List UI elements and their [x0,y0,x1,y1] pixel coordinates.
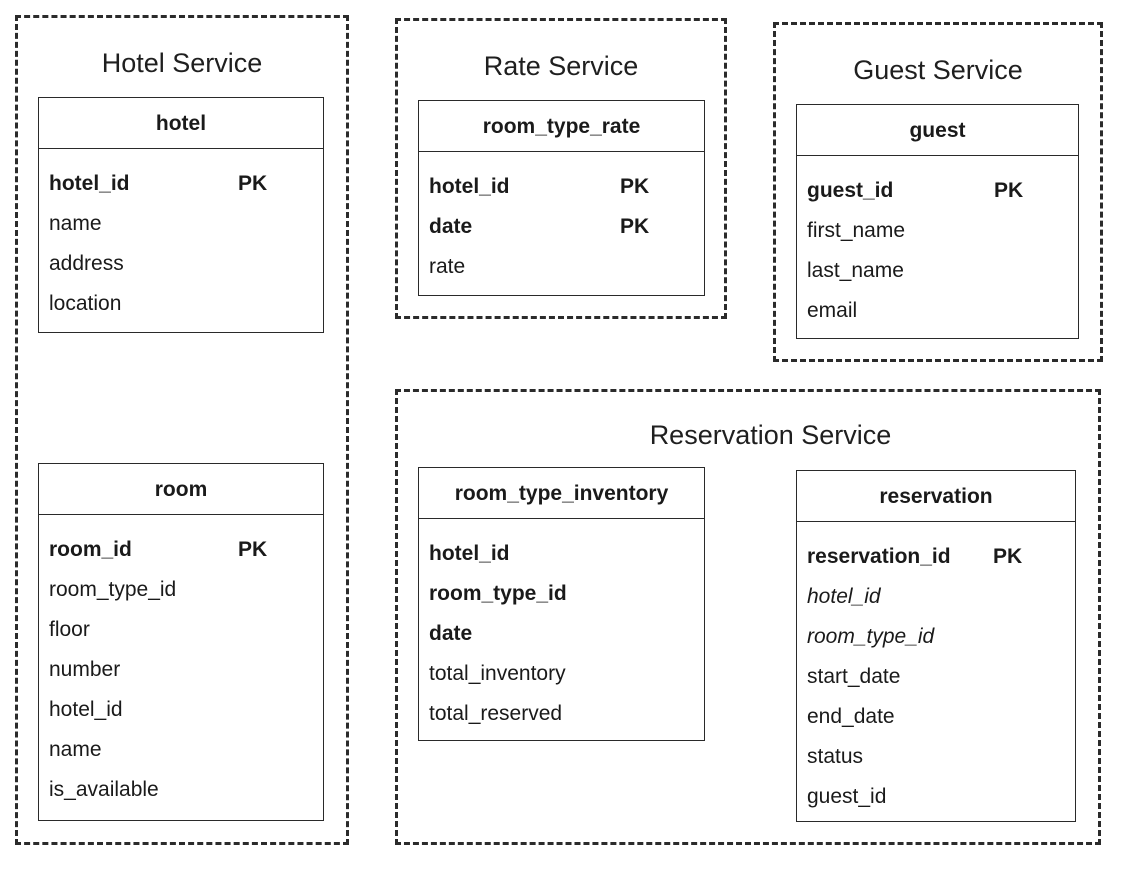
field-name: reservation_id [807,545,951,568]
room-type-inventory-table: room_type_inventory hotel_id room_type_i… [418,467,705,741]
field-row: status [807,737,1075,777]
field-row: end_date [807,697,1075,737]
field-name: name [49,738,102,761]
primary-key-marker: PK [620,215,650,238]
field-name: room_type_id [49,578,177,601]
field-name: location [49,292,122,315]
field-row: email [807,291,1078,331]
field-name: number [49,658,121,681]
field-row: start_date [807,657,1075,697]
primary-key-marker: PK [238,172,268,195]
primary-key-marker: PK [994,179,1024,202]
field-name: guest_id [807,785,887,808]
field-row: room_type_id [49,570,323,610]
room-type-rate-table: room_type_rate hotel_id PK date PK rate [418,100,705,296]
field-row: total_inventory [429,654,704,694]
field-name: address [49,252,124,275]
field-name: is_available [49,778,159,801]
field-name: hotel_id [49,172,130,195]
guest-table-fields: guest_id PK first_name last_name email [797,156,1078,331]
field-row: name [49,204,323,244]
field-row: hotel_id PK [429,167,704,207]
reservation-table: reservation reservation_id PK hotel_id r… [796,470,1076,822]
room-table: room room_id PK room_type_id floor numbe… [38,463,324,821]
field-name: start_date [807,665,901,688]
hotel-table-name: hotel [39,98,323,149]
reservation-service-boundary: Reservation Service [395,389,1101,845]
guest-table: guest guest_id PK first_name last_name e… [796,104,1079,339]
field-name: room_type_id [429,582,567,605]
field-name: last_name [807,259,904,282]
field-row: first_name [807,211,1078,251]
field-name: hotel_id [429,175,510,198]
reservation-table-name: reservation [797,471,1075,522]
room-type-rate-table-fields: hotel_id PK date PK rate [419,152,704,287]
field-name: hotel_id [807,585,881,608]
field-name: end_date [807,705,895,728]
field-row: name [49,730,323,770]
field-name: rate [429,255,466,278]
field-row: is_available [49,770,323,810]
field-row: hotel_id PK [49,164,323,204]
room-type-inventory-table-name: room_type_inventory [419,468,704,519]
primary-key-marker: PK [993,545,1023,568]
guest-service-boundary: Guest Service [773,22,1103,362]
field-row: floor [49,610,323,650]
field-row: room_id PK [49,530,323,570]
field-row: rate [429,247,704,287]
field-name: floor [49,618,90,641]
field-name: room_type_id [807,625,935,648]
guest-table-name: guest [797,105,1078,156]
field-row: hotel_id [807,577,1075,617]
field-row: room_type_id [807,617,1075,657]
field-row: reservation_id PK [807,537,1075,577]
field-name: date [429,622,473,645]
reservation-table-fields: reservation_id PK hotel_id room_type_id … [797,522,1075,817]
hotel-table-fields: hotel_id PK name address location [39,149,323,324]
field-name: room_id [49,538,132,561]
rate-service-title: Rate Service [483,51,639,81]
field-name: hotel_id [429,542,510,565]
field-row: address [49,244,323,284]
field-row: location [49,284,323,324]
field-name: hotel_id [49,698,123,721]
primary-key-marker: PK [238,538,268,561]
field-name: total_reserved [429,702,563,725]
field-name: date [429,215,473,238]
field-row: total_reserved [429,694,704,734]
field-row: hotel_id [49,690,323,730]
hotel-service-title: Hotel Service [101,48,263,78]
field-row: hotel_id [429,534,704,574]
field-row: number [49,650,323,690]
reservation-service-title: Reservation Service [649,420,892,450]
field-row: guest_id [807,777,1075,817]
field-name: total_inventory [429,662,566,685]
field-name: status [807,745,864,768]
field-row: date [429,614,704,654]
field-row: guest_id PK [807,171,1078,211]
guest-service-title: Guest Service [853,55,1023,85]
hotel-service-boundary: Hotel Service [15,15,349,845]
room-table-fields: room_id PK room_type_id floor number hot… [39,515,323,810]
hotel-table: hotel hotel_id PK name address location [38,97,324,333]
room-type-inventory-table-fields: hotel_id room_type_id date total_invento… [419,519,704,734]
field-name: first_name [807,219,906,242]
primary-key-marker: PK [620,175,650,198]
field-row: date PK [429,207,704,247]
room-type-rate-table-name: room_type_rate [419,101,704,152]
field-row: room_type_id [429,574,704,614]
room-table-name: room [39,464,323,515]
field-row: last_name [807,251,1078,291]
rate-service-boundary: Rate Service [395,18,727,319]
field-name: email [807,299,858,322]
field-name: name [49,212,102,235]
field-name: guest_id [807,179,894,202]
